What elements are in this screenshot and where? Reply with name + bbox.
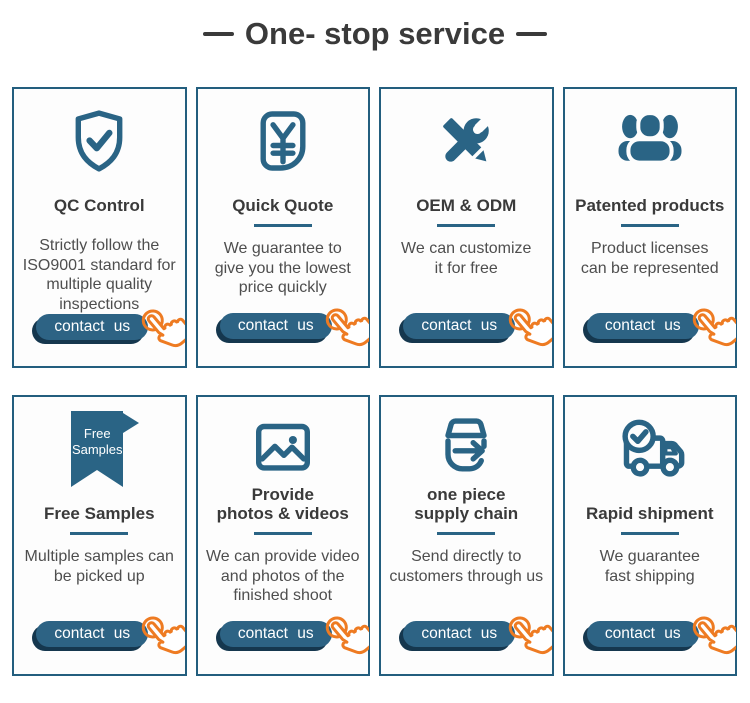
contact-us-button[interactable]: contact us [36,314,149,340]
card-title: Free Samples [43,504,155,523]
contact-us-button[interactable]: contact us [403,621,516,647]
card-title: one piece supply chain [414,485,519,523]
card-title: Provide photos & videos [216,485,349,523]
title-underline [70,532,129,535]
card-description: We guarantee fast shipping [599,548,700,585]
page-header: One- stop service [0,0,750,56]
card-description: We can provide video and photos of the f… [205,548,360,604]
ribbon-label: Free Samples [71,426,123,457]
contact-us-button[interactable]: contact us [586,621,699,647]
card-description: Strictly follow the ISO9001 standard for… [22,237,176,313]
button-row: contact us [381,307,553,355]
title-underline [253,532,312,535]
contact-us-button[interactable]: contact us [219,621,332,647]
card-title: Patented products [575,196,725,215]
card-free-samples: Free Samples Free Samples Multiple sampl… [12,395,187,676]
yen-quote-icon [247,105,319,177]
card-supply-chain: one piece supply chain Send directly to … [379,395,554,676]
page-title: One- stop service [244,16,506,51]
contact-us-button[interactable]: contact us [586,313,699,339]
card-title: QC Control [53,196,145,215]
card-patented-products: Patented products Product licenses can b… [562,87,737,368]
photo-video-icon [247,413,319,485]
contact-us-button[interactable]: contact us [219,313,332,339]
title-underline [620,224,679,227]
card-description: Send directly to customers through us [389,548,544,585]
contact-us-button[interactable]: contact us [36,621,149,647]
card-quick-quote: Quick Quote We guarantee to give you the… [195,87,370,368]
button-row: contact us [381,615,553,663]
wrench-pencil-icon [430,105,502,177]
title-underline [437,532,496,535]
title-dash-left [202,32,234,36]
button-row: contact us [565,615,736,663]
button-row: contact us [565,307,736,355]
people-group-icon [614,105,686,177]
button-row: contact us [198,307,369,355]
title-underline [620,532,679,535]
card-description: Product licenses can be represented [580,240,719,277]
card-description: We can customize it for free [401,240,532,277]
service-card-grid: QC Control Strictly follow the ISO9001 s… [0,87,750,676]
title-underline [437,224,496,227]
title-underline [253,224,312,227]
button-row: contact us [14,615,186,663]
card-title: OEM & ODM [416,196,517,215]
supply-box-arrow-icon [430,413,502,485]
card-rapid-shipment: Rapid shipment We guarantee fast shippin… [562,395,737,676]
card-description: We guarantee to give you the lowest pric… [214,240,351,296]
button-row: contact us [198,615,369,663]
button-row: contact us [14,308,186,356]
card-oem-odm: OEM & ODM We can customize it for free c… [379,87,554,368]
title-dash-right [516,32,548,36]
card-qc-control: QC Control Strictly follow the ISO9001 s… [12,87,187,368]
delivery-truck-icon [612,413,688,485]
card-title: Rapid shipment [585,504,714,523]
card-title: Quick Quote [232,196,334,215]
card-photos-videos: Provide photos & videos We can provide v… [195,395,370,676]
free-samples-ribbon-icon: Free Samples [57,407,141,491]
contact-us-button[interactable]: contact us [403,313,516,339]
card-description: Multiple samples can be picked up [24,548,174,585]
shield-check-icon [63,105,135,177]
